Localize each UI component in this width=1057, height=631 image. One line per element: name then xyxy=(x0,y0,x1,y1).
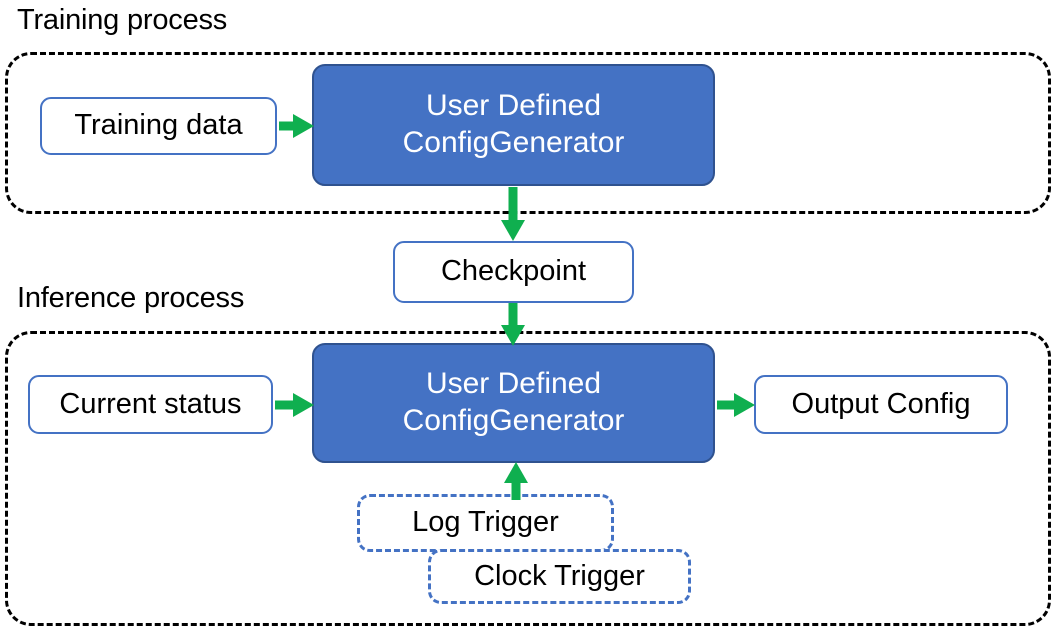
node-training-data[interactable]: Training data xyxy=(40,97,277,155)
node-current-status[interactable]: Current status xyxy=(28,375,273,434)
node-training-data-label: Training data xyxy=(74,109,243,142)
node-user-defined-configgenerator-training[interactable]: User Defined ConfigGenerator xyxy=(312,64,715,186)
node-clock-trigger[interactable]: Clock Trigger xyxy=(428,549,691,604)
node-log-trigger[interactable]: Log Trigger xyxy=(357,494,614,552)
section-caption-training: Training process xyxy=(17,4,228,36)
node-checkpoint-label: Checkpoint xyxy=(440,255,587,288)
node-clock-trigger-label: Clock Trigger xyxy=(474,559,645,592)
node-udcg-training-label-line1: User Defined xyxy=(425,89,602,123)
node-udcg-training-label-line2: ConfigGenerator xyxy=(402,126,625,159)
node-udcg-training-text: User Defined ConfigGenerator xyxy=(403,88,625,161)
node-udcg-inference-label-line2: ConfigGenerator xyxy=(402,404,625,437)
node-log-trigger-label: Log Trigger xyxy=(412,506,559,539)
training-process-container xyxy=(5,52,1051,214)
node-output-config-label: Output Config xyxy=(791,387,971,420)
inference-process-container xyxy=(5,331,1051,626)
node-current-status-label: Current status xyxy=(59,387,242,420)
node-user-defined-configgenerator-inference[interactable]: User Defined ConfigGenerator xyxy=(312,343,715,463)
node-udcg-inference-label-line1: User Defined xyxy=(425,367,602,401)
section-caption-inference: Inference process xyxy=(17,282,245,314)
node-output-config[interactable]: Output Config xyxy=(754,375,1008,434)
node-checkpoint[interactable]: Checkpoint xyxy=(393,241,634,303)
node-udcg-inference-text: User Defined ConfigGenerator xyxy=(403,366,625,439)
